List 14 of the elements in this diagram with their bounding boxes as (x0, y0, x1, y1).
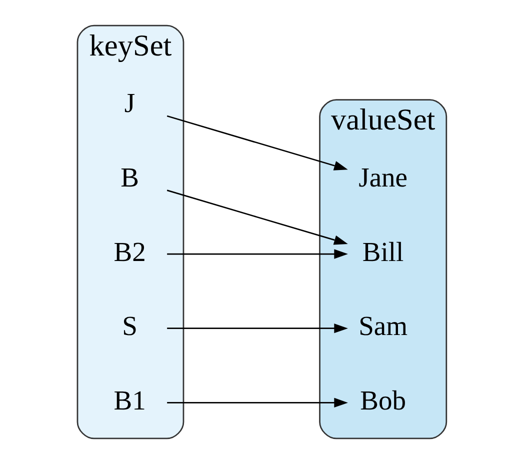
node-text: Jane (358, 161, 408, 192)
arrow (166, 114, 348, 170)
node-text: Bob (360, 384, 406, 416)
arrow (166, 397, 348, 408)
node-text: B2 (113, 235, 146, 266)
node-text: Sam (358, 310, 408, 341)
node-text: J (124, 86, 135, 118)
node-text: S (122, 310, 137, 341)
node-text: Bill (362, 235, 404, 266)
node-text: B1 (113, 384, 146, 416)
arrow (166, 323, 348, 333)
arrow (166, 189, 348, 244)
node-text: B (120, 161, 138, 192)
arrow (166, 248, 348, 258)
